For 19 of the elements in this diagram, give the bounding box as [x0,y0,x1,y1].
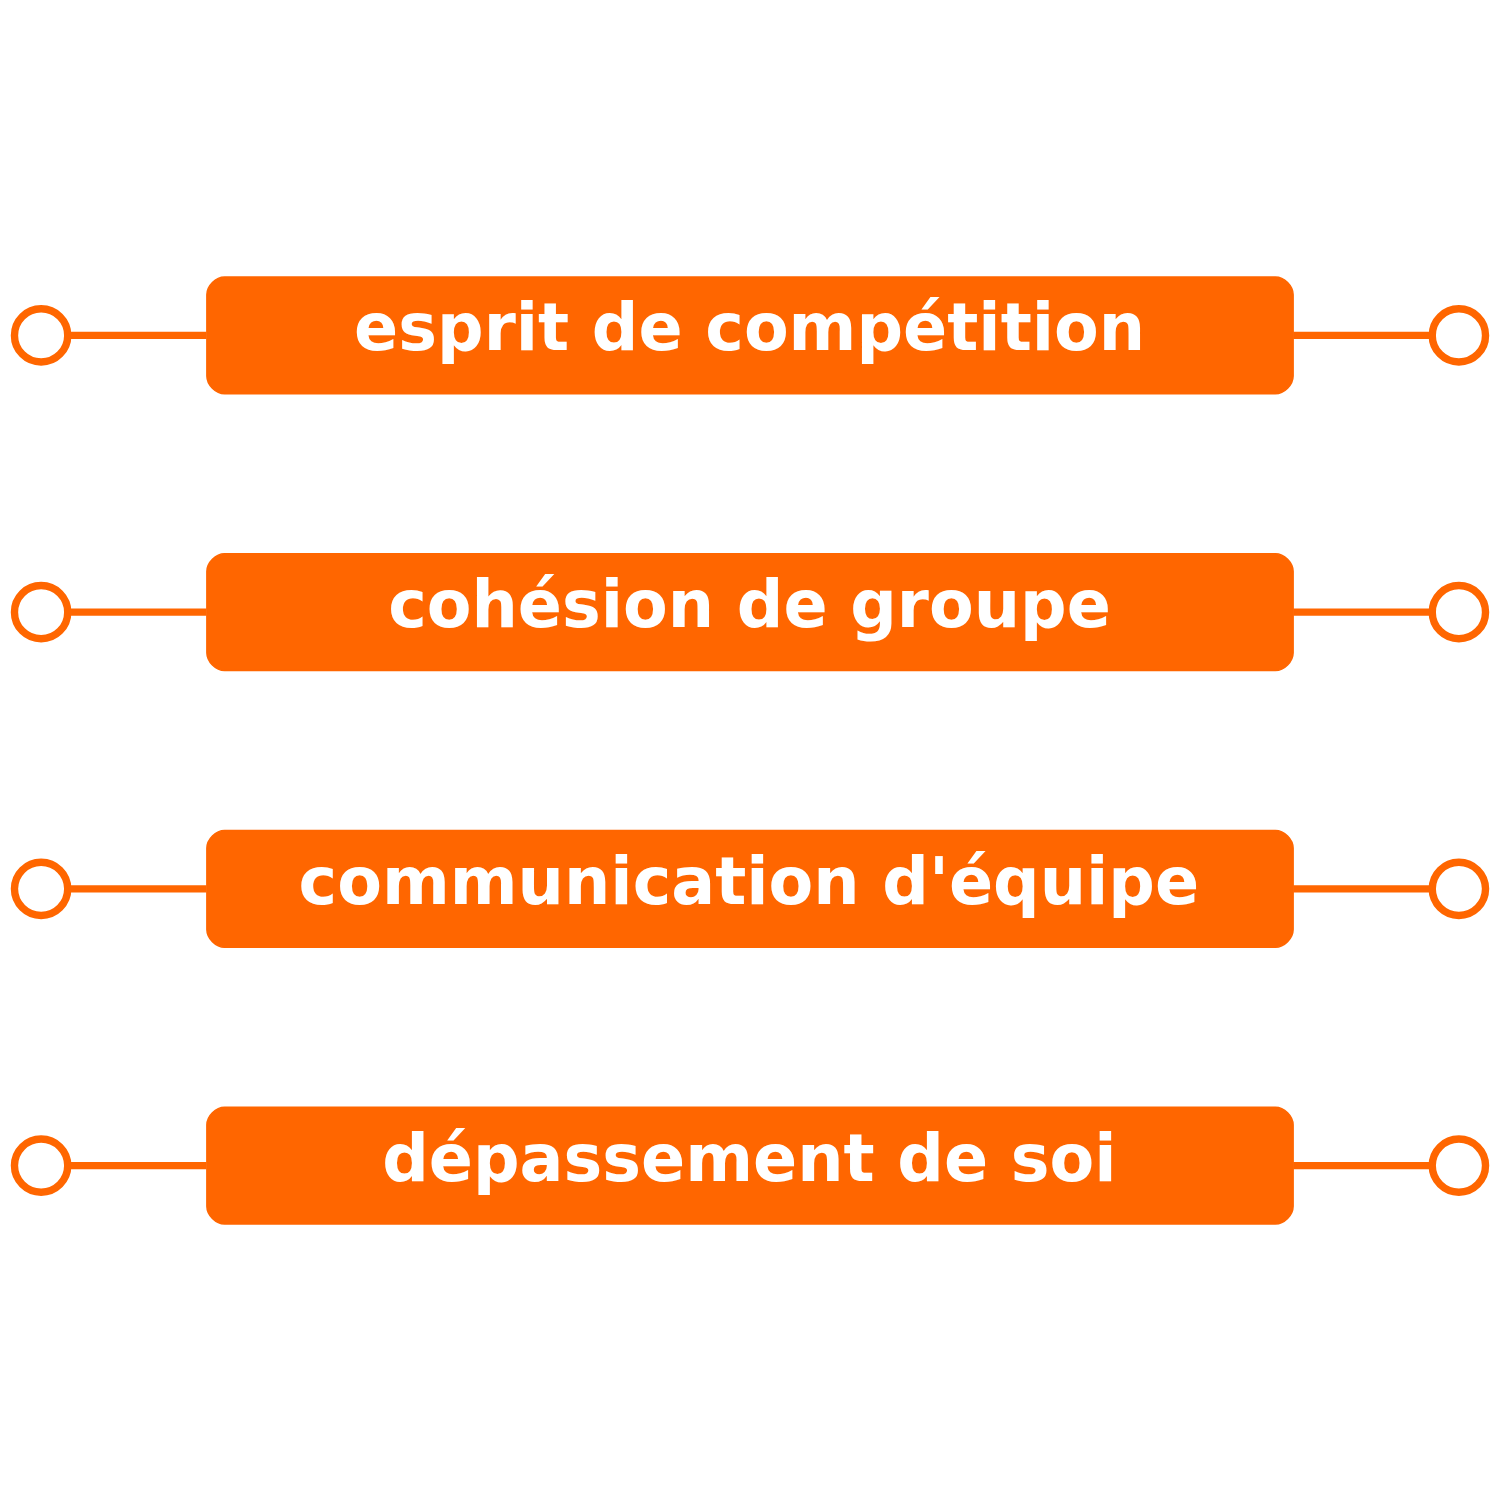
connector [1293,1161,1433,1169]
node-box: cohésion de groupe [206,552,1294,671]
node-circle [10,858,72,919]
node-circle [1428,1134,1490,1196]
node-box: esprit de compétition [206,275,1294,395]
connector [1293,884,1433,893]
node-circle [1428,581,1490,642]
node-circle [10,304,72,366]
node-box: dépassement de soi [206,1105,1294,1225]
node-box: communication d'équipe [206,829,1294,948]
connector [68,1161,207,1169]
connector [68,331,207,339]
connector [68,884,207,893]
node-circle [1428,304,1490,366]
connector [1293,607,1433,616]
node-circle [1428,858,1490,919]
node-circle [10,1134,72,1196]
connector [68,607,207,616]
node-circle [10,581,72,642]
